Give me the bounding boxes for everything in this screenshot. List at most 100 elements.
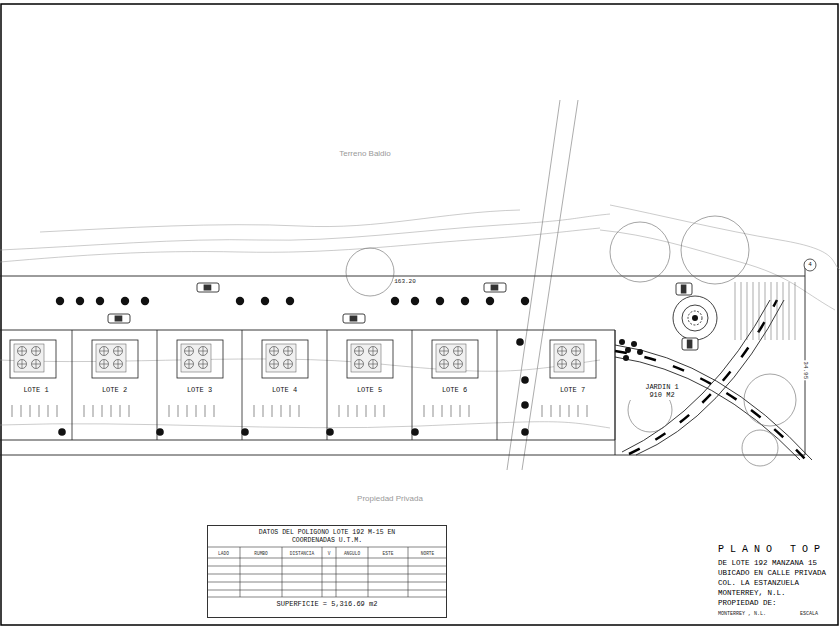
house-plan (274, 360, 275, 368)
canopy-circle (742, 430, 778, 466)
house-plan (550, 340, 596, 378)
parking-stall (120, 405, 121, 417)
dimension: 163.20 (393, 279, 417, 286)
parking-stall (214, 405, 215, 417)
lot-divider (615, 330, 616, 440)
hatch-area (753, 282, 754, 340)
parking-stall (424, 405, 469, 417)
lot-node: LOTE 4 (242, 330, 327, 440)
lot-divider (242, 330, 243, 440)
lot-boundary (0, 330, 615, 331)
parking-stall (57, 405, 58, 417)
contour-line (600, 230, 835, 310)
house-plan (558, 347, 567, 356)
lot-label: LOTE 1 (0, 386, 72, 394)
tree-symbol (516, 338, 524, 346)
contour-line (0, 422, 610, 428)
parking-stall (93, 405, 94, 417)
house-plan (454, 360, 463, 369)
poligon-table (207, 582, 447, 583)
tree-symbol (521, 401, 529, 409)
tree-symbol (521, 428, 529, 436)
house-plan (347, 340, 393, 378)
parking-stall (178, 405, 179, 417)
parking-stall (551, 405, 552, 417)
car-symbol (350, 316, 358, 322)
lot-node: LOTE 7 (530, 330, 615, 440)
tree-symbol (261, 297, 269, 305)
tree-symbol (286, 297, 294, 305)
drawing-title: PLANO TOP (718, 544, 826, 555)
lot-node: LOTE 3 (157, 330, 242, 440)
house-plan (572, 360, 581, 369)
house-plan (22, 347, 23, 355)
house-plan (262, 340, 308, 378)
house-plan (203, 347, 204, 355)
lot-divider (72, 330, 73, 440)
parking-stall (254, 405, 255, 417)
parking-stall (111, 405, 112, 417)
house-plan (458, 347, 459, 355)
tree-symbol (96, 297, 104, 305)
shrub-symbol (625, 347, 631, 353)
lot-label: LOTE 5 (327, 386, 412, 394)
house-plan (185, 360, 194, 369)
house-plan (444, 360, 445, 368)
house-plan (10, 340, 56, 378)
poligon-table (322, 547, 323, 597)
parking-stall (263, 405, 264, 417)
poligon-table (207, 547, 447, 597)
hatch-area (765, 282, 766, 340)
garden-path (636, 300, 784, 455)
poligon-table (282, 547, 283, 597)
house-plan (288, 347, 289, 355)
hatch-area (795, 282, 796, 340)
tree-symbol (391, 297, 399, 305)
roundabout (682, 305, 708, 331)
house-plan (104, 360, 105, 368)
house-plan (554, 344, 584, 372)
lot-node: LOTE 5 (327, 330, 412, 440)
parking-stall (254, 405, 299, 417)
lot-node: LOTE 6 (412, 330, 497, 440)
lot-label: LOTE 6 (412, 386, 497, 394)
car-symbol (491, 285, 499, 291)
house-plan (562, 347, 563, 355)
parking-stall (451, 405, 452, 417)
house-plan (436, 344, 466, 372)
poligon-table (207, 558, 447, 559)
car-symbol (682, 338, 698, 350)
house-plan (454, 347, 463, 356)
tree-symbol (521, 297, 529, 305)
plan-symbols (10, 283, 698, 440)
parking-stall (21, 405, 22, 417)
car-symbol (343, 314, 365, 323)
lot-divider (157, 330, 158, 440)
house-plan (355, 360, 364, 369)
lot-node: LOTE 2 (72, 330, 157, 440)
tree-symbol (411, 297, 419, 305)
house-plan (284, 347, 293, 356)
lot-node: LOTE 1 (0, 330, 72, 440)
tree-symbol (156, 428, 164, 436)
hatch-area (771, 282, 772, 340)
lot-label: LOTE 4 (242, 386, 327, 394)
jardin-label: 910 M2 (630, 391, 694, 399)
car-symbol (197, 283, 219, 292)
contour-line (0, 214, 610, 250)
parking-stall (560, 405, 561, 417)
parking-stall (12, 405, 57, 417)
parking-stall (205, 405, 206, 417)
fountain-symbol (692, 315, 698, 321)
roundabout (673, 296, 717, 340)
poligon-table (336, 547, 337, 597)
table-header: DISTANCIA (290, 552, 314, 557)
canopy-circle (681, 216, 749, 284)
house-plan (104, 347, 105, 355)
hatch-area (777, 282, 778, 340)
house-plan (284, 360, 293, 369)
house-plan (32, 360, 41, 369)
poligon-table (207, 590, 447, 591)
parking-stall (281, 405, 282, 417)
area-name: Terreno Baldio (339, 150, 391, 159)
